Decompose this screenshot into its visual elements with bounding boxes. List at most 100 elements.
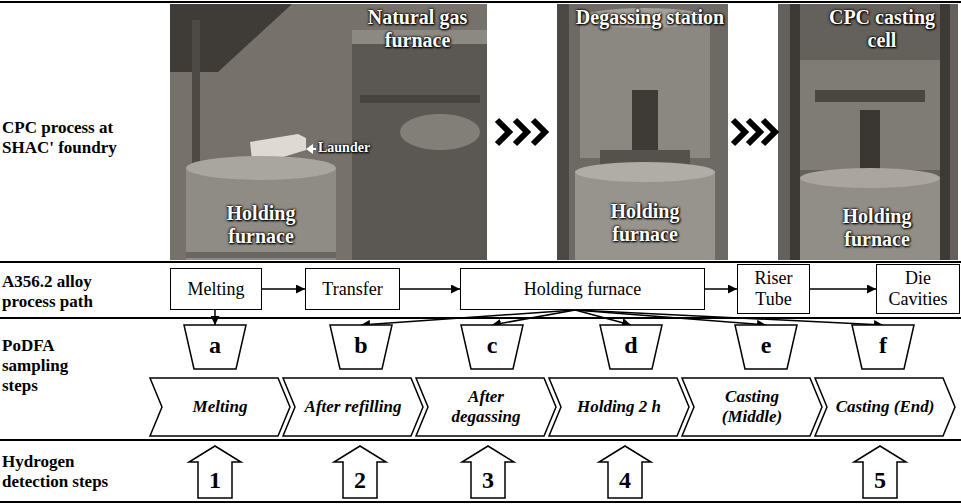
node-shape: [599, 446, 651, 498]
node-shape: [735, 325, 797, 369]
node-text: d: [624, 332, 637, 363]
process-box: Riser Tube: [737, 264, 810, 314]
node-shape: [334, 446, 386, 498]
photo-degassing: [557, 4, 728, 260]
chevron-mark: [497, 120, 509, 144]
holding-furnace-body: [800, 178, 940, 260]
chevron-step: After degassing: [416, 378, 556, 436]
flow-arrow: [262, 288, 305, 290]
node-text: 5: [874, 467, 886, 494]
holding-furnace-band: [186, 252, 336, 258]
node-text: 1: [209, 467, 221, 494]
photo-ground: [170, 4, 487, 260]
holding-furnace-top: [186, 156, 336, 180]
row-rule: [0, 1, 961, 3]
chevron-mark: [733, 120, 745, 144]
gas-furnace-band: [360, 95, 480, 103]
photo-label: Degassing station: [575, 6, 725, 29]
row-rule: [0, 261, 961, 263]
node-text: Casting (End): [836, 397, 935, 417]
chevron-step: Holding 2 h: [549, 378, 689, 436]
sampling-cup: f: [852, 325, 914, 369]
node-text: 4: [619, 467, 631, 494]
node-shape: [283, 378, 423, 436]
sampling-cup: c: [461, 325, 523, 369]
node-text: Casting (Middle): [699, 387, 805, 427]
row-rule: [0, 439, 961, 441]
photo-label: Holding furnace: [590, 200, 700, 246]
node-shape: [184, 325, 246, 369]
detection-arrow: 2: [334, 446, 386, 498]
detection-arrow: 1: [189, 446, 241, 498]
chevron-step: Casting (Middle): [682, 378, 822, 436]
photo-label: CPC casting cell: [822, 6, 942, 52]
process-box: Holding furnace: [460, 268, 705, 310]
process-box: Melting: [170, 268, 262, 310]
detection-arrow: 3: [462, 446, 514, 498]
node-text: 3: [482, 467, 494, 494]
photo-label: Holding furnace: [210, 202, 312, 248]
photo-ground: [778, 4, 958, 260]
node-shape: [330, 325, 392, 369]
node-text: After refilling: [305, 397, 402, 417]
node-shape: [549, 378, 689, 436]
gas-furnace-lid: [400, 114, 480, 150]
node-shape: [150, 378, 290, 436]
sampling-cup: e: [735, 325, 797, 369]
flow-arrow: [361, 310, 575, 325]
holding-furnace-body: [186, 168, 336, 260]
sampling-cup: a: [184, 325, 246, 369]
photo-ground: [557, 4, 728, 260]
node-text: b: [354, 332, 367, 363]
node-text: Holding 2 h: [577, 397, 661, 417]
ceiling-duct: [170, 4, 292, 72]
row-heading: A356.2 alloy process path: [2, 272, 130, 312]
node-text: Transfer: [322, 279, 382, 300]
gas-furnace-body: [352, 30, 487, 260]
row-heading: CPC process at SHAC' foundry: [2, 118, 134, 158]
node-shape: [416, 378, 556, 436]
node-text: a: [209, 332, 221, 363]
flow-arrow: [400, 288, 460, 290]
node-shape: [189, 446, 241, 498]
flow-arrow: [492, 310, 575, 325]
node-text: f: [879, 332, 887, 363]
node-text: 2: [354, 467, 366, 494]
launder-pointer-head: [306, 144, 313, 154]
process-box: Transfer: [305, 268, 400, 310]
chevron-step: Casting (End): [815, 378, 955, 436]
frame-column: [940, 4, 950, 260]
detection-arrow: 5: [854, 446, 906, 498]
node-text: Melting: [188, 279, 245, 300]
flow-arrow: [705, 288, 737, 290]
flow-chevrons: [497, 120, 775, 144]
chevron-mark: [533, 120, 545, 144]
photo-label: Holding furnace: [822, 205, 932, 251]
node-text: c: [487, 332, 498, 363]
node-shape: [854, 446, 906, 498]
holding-furnace-top: [575, 162, 715, 182]
photo-casting-cell: [778, 4, 958, 260]
holding-furnace-top: [800, 168, 940, 188]
die-platen: [815, 90, 925, 102]
row-rule: [0, 501, 961, 503]
node-text: e: [761, 332, 772, 363]
node-text: Melting: [193, 397, 248, 417]
node-shape: [600, 325, 662, 369]
photo-label: Launder: [318, 140, 388, 156]
photo-label: Natural gas furnace: [350, 6, 485, 52]
process-box: Die Cavities: [876, 264, 960, 314]
node-shape: [815, 378, 955, 436]
photo-melting: [170, 4, 487, 260]
row-heading: PoDFA sampling steps: [2, 336, 88, 396]
node-text: Die Cavities: [881, 268, 955, 310]
chevron-mark: [515, 120, 527, 144]
chevron-mark: [748, 120, 760, 144]
node-text: After degassing: [433, 387, 539, 427]
flow-arrow: [575, 310, 883, 325]
sampling-cup: d: [600, 325, 662, 369]
chevron-step: Melting: [150, 378, 290, 436]
node-shape: [461, 325, 523, 369]
